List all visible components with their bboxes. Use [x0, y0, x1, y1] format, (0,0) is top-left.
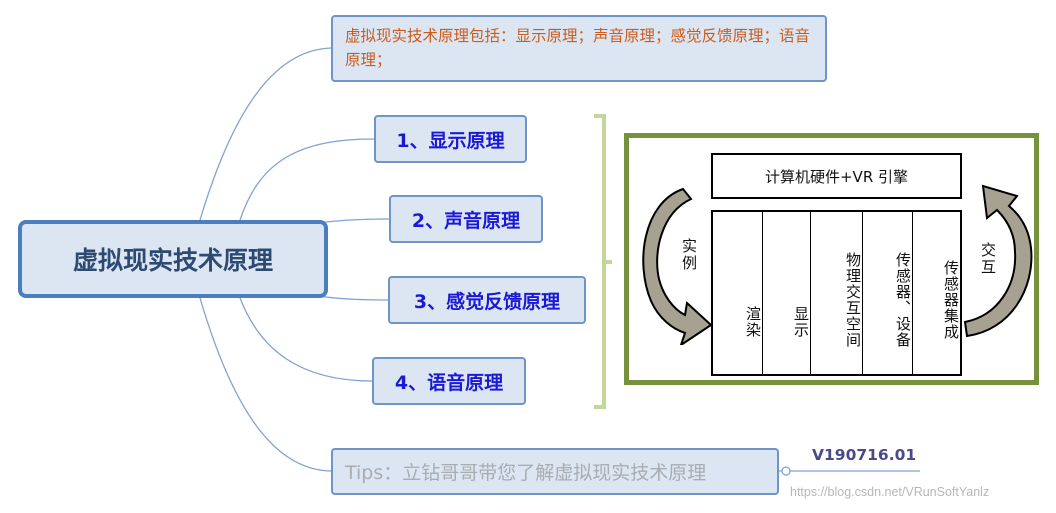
- connector-tips: [199, 297, 332, 472]
- column-sensor-device: 传感器、设备: [863, 212, 913, 374]
- branch-label-3: 3、感觉反馈原理: [413, 290, 561, 313]
- label-interaction: 交互: [979, 242, 997, 276]
- root-label: 虚拟现实技术原理: [72, 246, 273, 275]
- branch-label-1: 1、显示原理: [396, 129, 505, 152]
- tips-node[interactable]: Tips：立钻哥哥带您了解虚拟现实技术原理: [331, 448, 779, 495]
- summary-node[interactable]: 虚拟现实技术原理包括：显示原理；声音原理；感觉反馈原理；语音原理；: [331, 15, 827, 82]
- column-render: 渲染: [713, 212, 763, 374]
- column-physical-space: 物理交互空间: [811, 212, 863, 374]
- watermark-text: https://blog.csdn.net/VRunSoftYanlz: [790, 485, 990, 499]
- connector-version-dot: [781, 466, 791, 476]
- root-node[interactable]: 虚拟现实技术原理: [18, 220, 328, 298]
- branch-label-2: 2、声音原理: [411, 209, 521, 232]
- engine-label: 计算机硬件+VR 引擎: [764, 167, 909, 186]
- connector-branch-4: [239, 297, 373, 382]
- curved-arrow-right-icon: [963, 184, 1033, 338]
- version-label: V190716.01: [812, 446, 917, 464]
- branch-node-1[interactable]: 1、显示原理: [374, 115, 527, 163]
- connector-branch-1: [239, 138, 375, 221]
- branch-node-3[interactable]: 3、感觉反馈原理: [388, 276, 586, 324]
- branch-node-2[interactable]: 2、声音原理: [389, 195, 543, 243]
- branch-node-4[interactable]: 4、语音原理: [372, 357, 526, 405]
- branch-label-4: 4、语音原理: [394, 371, 504, 394]
- vr-architecture-figure: 计算机硬件+VR 引擎 渲染 显示 物理交互空间 传感器、设备 传感器集成 实例…: [624, 133, 1039, 385]
- label-instance: 实例: [680, 238, 698, 272]
- bracket-connector: [594, 114, 612, 409]
- curved-arrow-left-icon: [642, 187, 713, 345]
- engine-box: 计算机硬件+VR 引擎: [711, 153, 962, 199]
- connector-summary: [199, 47, 332, 221]
- summary-text: 虚拟现实技术原理包括：显示原理；声音原理；感觉反馈原理；语音原理；: [345, 27, 811, 69]
- component-stack: 渲染 显示 物理交互空间 传感器、设备 传感器集成: [711, 210, 962, 376]
- column-display: 显示: [763, 212, 811, 374]
- tips-text: Tips：立钻哥哥带您了解虚拟现实技术原理: [345, 462, 707, 484]
- column-sensor-integration: 传感器集成: [942, 260, 960, 340]
